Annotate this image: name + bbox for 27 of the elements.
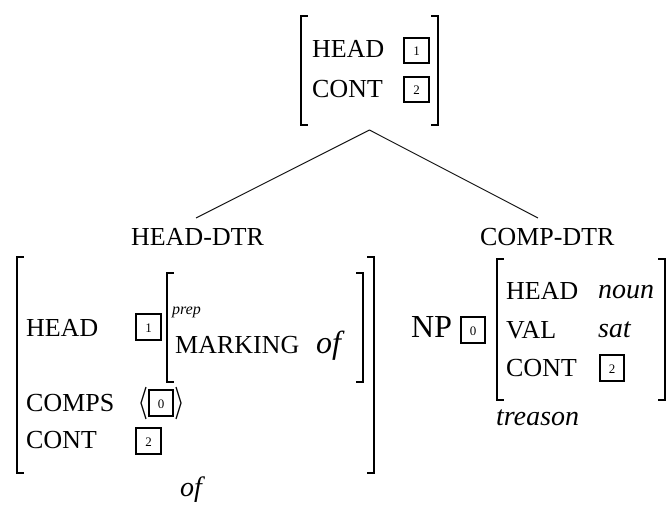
feature-label: CONT xyxy=(506,355,577,381)
type-label: prep xyxy=(172,302,201,318)
feature-label: CONT xyxy=(312,76,383,102)
feature-label: CONT xyxy=(26,427,97,453)
tree-branch xyxy=(369,130,538,218)
tree-branch xyxy=(196,130,370,218)
tag-box: 2 xyxy=(135,427,162,455)
tag-box: 0 xyxy=(148,389,174,417)
tag-box: 1 xyxy=(403,37,430,64)
tag-box: 2 xyxy=(599,354,625,382)
feature-label: COMPS xyxy=(26,390,114,416)
tag-box: 2 xyxy=(403,76,430,103)
daughter-label: HEAD-DTR xyxy=(131,224,264,250)
feature-matrix xyxy=(166,272,364,383)
daughter-label: COMP-DTR xyxy=(480,224,614,250)
feature-label: HEAD xyxy=(312,36,384,62)
feature-matrix xyxy=(496,258,666,401)
category-label: NP xyxy=(411,310,452,342)
feature-label: MARKING xyxy=(175,332,300,358)
word-label: treason xyxy=(496,403,579,431)
feature-label: VAL xyxy=(506,317,556,343)
tag-box: 0 xyxy=(460,316,486,344)
feature-value: noun xyxy=(598,276,654,304)
tag-box: 1 xyxy=(135,313,162,341)
feature-value: sat xyxy=(598,315,631,343)
feature-label: HEAD xyxy=(26,315,98,341)
feature-label: HEAD xyxy=(506,278,578,304)
